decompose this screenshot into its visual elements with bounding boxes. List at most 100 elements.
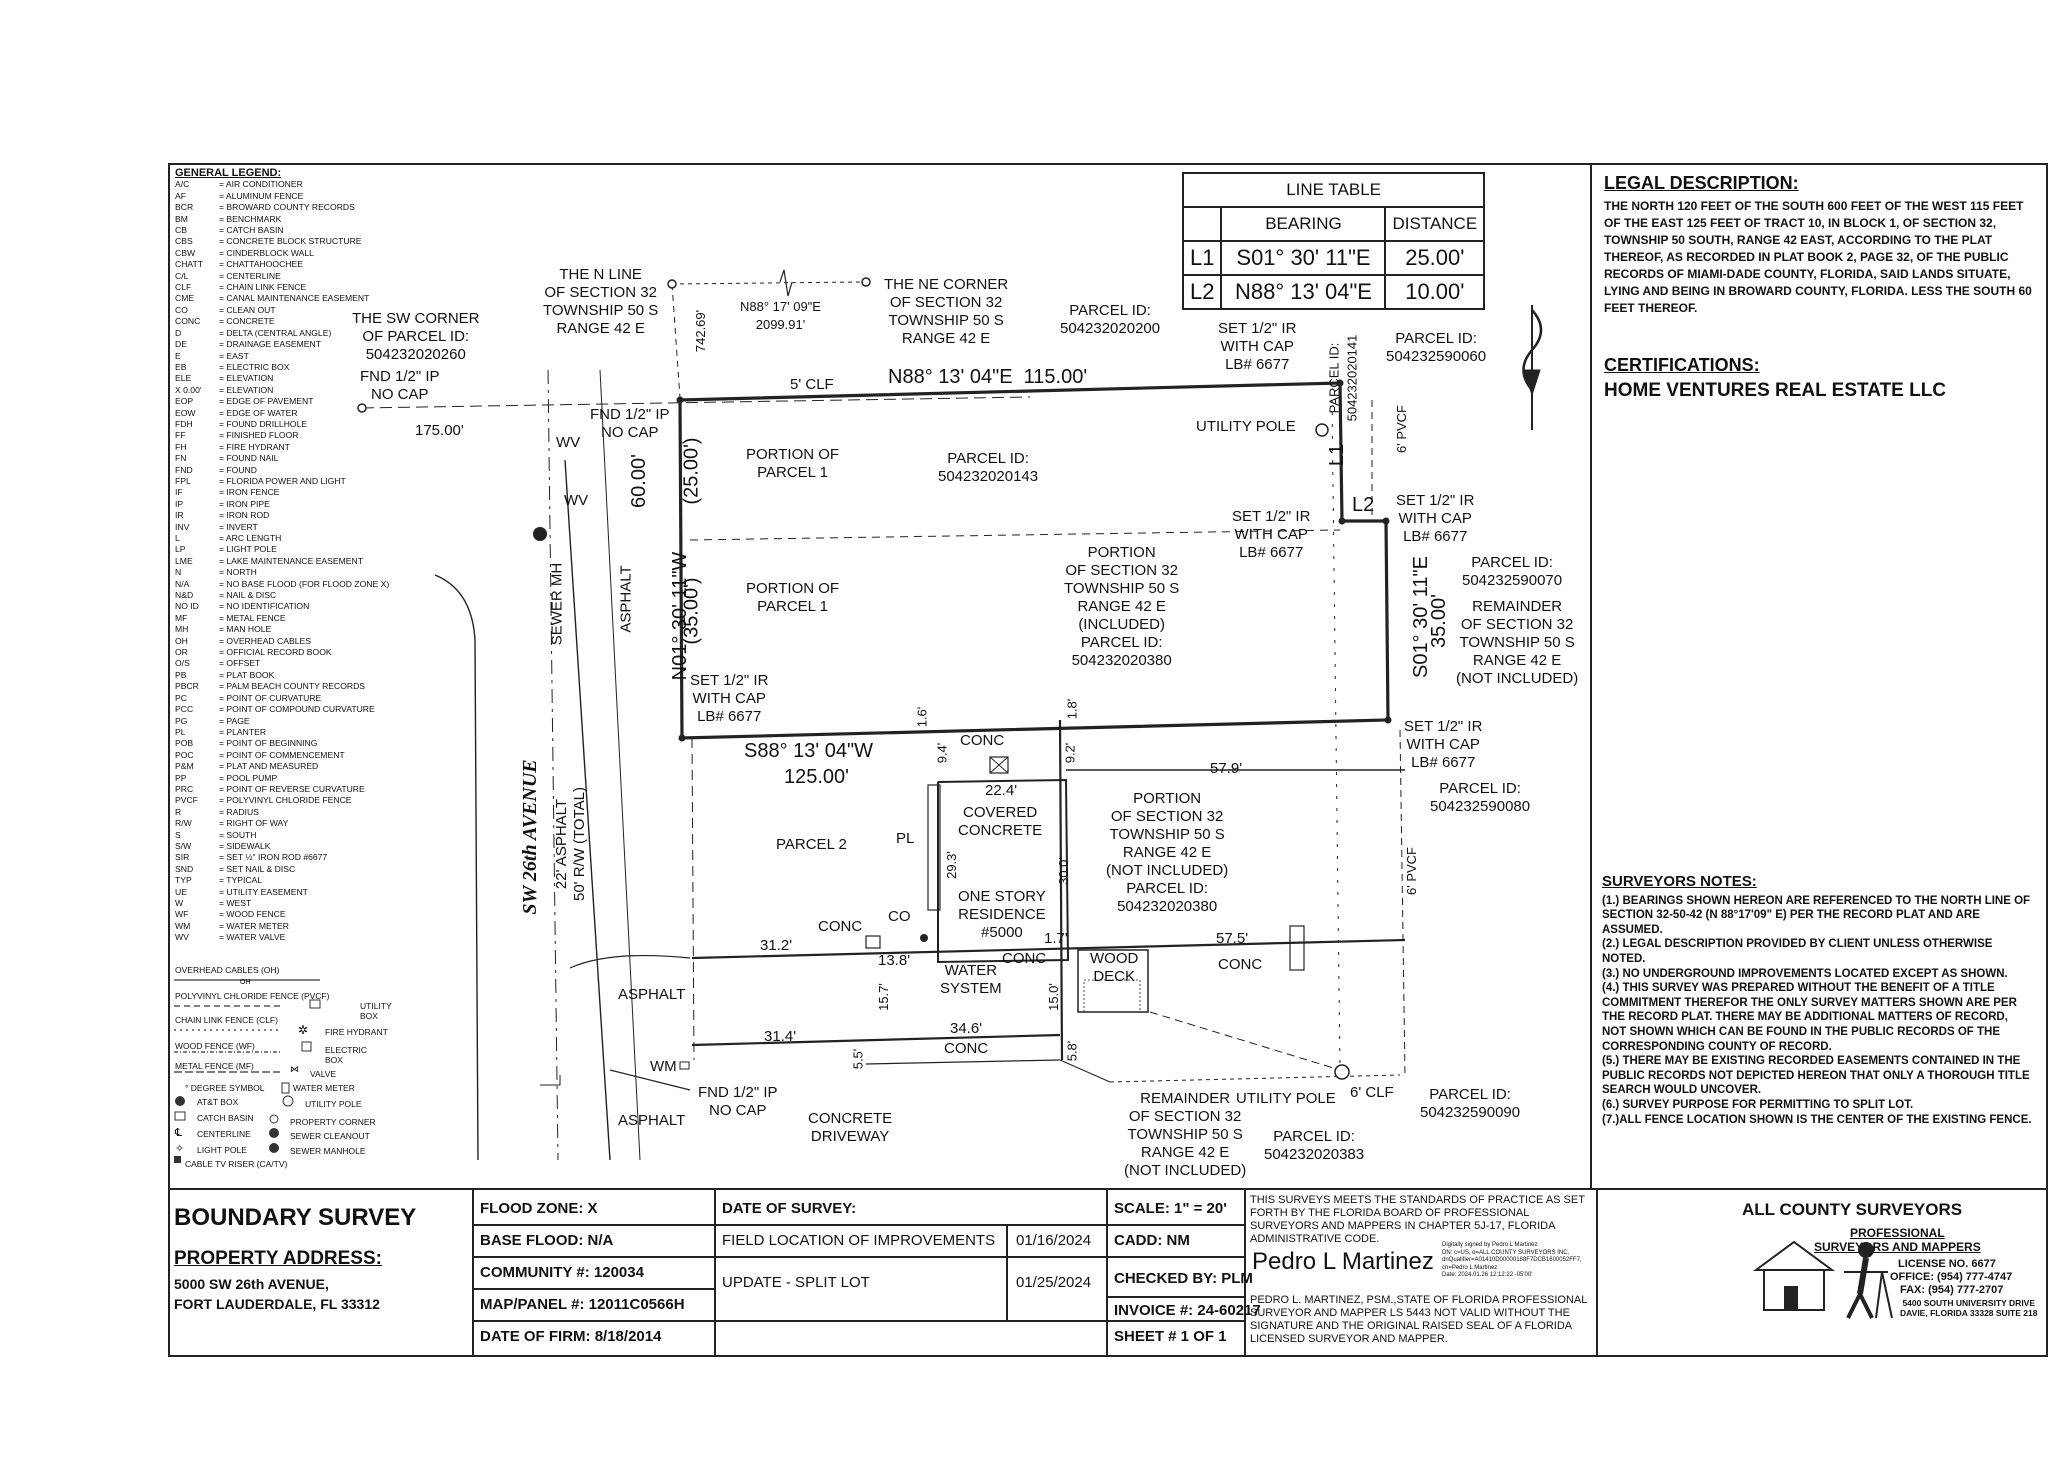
signature-cell: THIS SURVEYS MEETS THE STANDARDS OF PRAC… xyxy=(1246,1190,1598,1357)
dist-742-label: 742.69' xyxy=(693,309,709,353)
utility-pole-1-label: UTILITY POLE xyxy=(1196,418,1296,435)
legend-abbr: MF xyxy=(175,612,188,623)
legend-desc: = IRON FENCE xyxy=(219,487,280,498)
legend-abbr: CO xyxy=(175,304,188,315)
legend-row: S/W= SIDEWALK xyxy=(175,841,435,852)
legend-row: AF= ALUMINUM FENCE xyxy=(175,191,435,202)
legend-row: FF= FINISHED FLOOR xyxy=(175,430,435,441)
legend-row: L= ARC LENGTH xyxy=(175,533,435,544)
legend-row: NO ID= NO IDENTIFICATION xyxy=(175,601,435,612)
south-dist-label: 125.00' xyxy=(784,766,849,788)
road-west-edge xyxy=(434,574,479,1161)
legend-abbr: S/W xyxy=(175,840,192,851)
driveway-curve-north xyxy=(569,954,691,969)
line-table: LINE TABLE BEARING DISTANCE L1 S01° 30' … xyxy=(1181,172,1486,310)
legend-desc: = EAST xyxy=(219,350,249,361)
legend-desc: = LIGHT POLE xyxy=(219,544,277,555)
parcel-060-label: PARCEL ID: 504232590060 xyxy=(1386,330,1487,365)
flood-zone: FLOOD ZONE: X xyxy=(480,1200,598,1217)
legend-abbr: FPL xyxy=(175,475,191,486)
right-panel: LEGAL DESCRIPTION: THE NORTH 120 FEET OF… xyxy=(1590,163,2048,1188)
dim-18-label: 1.8' xyxy=(1064,698,1080,720)
legend-abbr: PL xyxy=(175,726,186,737)
parcel-383-label: PARCEL ID: 504232020383 xyxy=(1264,1128,1365,1163)
fnd-ip-corner-icon xyxy=(676,396,684,404)
dim-575-label: 57.5' xyxy=(1216,930,1249,947)
legend-row: N= NORTH xyxy=(175,567,435,578)
dim-58-label: 5.8' xyxy=(1064,1040,1080,1062)
tie-line-742 xyxy=(671,283,681,399)
light-pole-legend: LIGHT POLE xyxy=(197,1145,247,1155)
address-line-1: 5000 SW 26th AVENUE, xyxy=(174,1276,329,1292)
conc-walk-line xyxy=(865,1059,1061,1065)
legend-row: MF= METAL FENCE xyxy=(175,613,435,624)
legend-row: FN= FOUND NAIL xyxy=(175,453,435,464)
overhead-cable-diagonal xyxy=(1149,1011,1341,1071)
set-ir-sw-icon xyxy=(678,734,686,742)
conc-bottom-label: CONC xyxy=(944,1040,989,1057)
legend-desc: = CLEAN OUT xyxy=(219,304,276,315)
legend-abbr: FF xyxy=(175,430,186,441)
fnd-ip-3-label: FND 1/2" IP NO CAP xyxy=(698,1084,778,1119)
north-bearing-label: N88° 13' 04"E 115.00' xyxy=(888,366,1088,388)
legend-row: PC= POINT OF CURVATURE xyxy=(175,693,435,704)
note-item: (5.) THERE MAY BE EXISTING RECORDED EASE… xyxy=(1602,1055,2030,1097)
legend-abbr: D xyxy=(175,327,182,338)
conc-top-label: CONC xyxy=(960,732,1005,749)
dim-55-label: 5.5' xyxy=(850,1048,866,1070)
legend-row: BM= BENCHMARK xyxy=(175,214,435,225)
note-item: (7.)ALL FENCE LOCATION SHOWN IS THE CENT… xyxy=(1602,1113,2032,1126)
date-of-survey-label: DATE OF SURVEY: xyxy=(722,1200,857,1217)
dim-157-label: 15.7' xyxy=(875,983,891,1011)
set-ir-nw-icon xyxy=(1336,379,1344,387)
legal-description-title: LEGAL DESCRIPTION: xyxy=(1604,173,1799,193)
dim-138-label: 13.8' xyxy=(878,952,911,969)
legend-desc: = WATER METER xyxy=(219,920,289,931)
clean-out-icon xyxy=(920,934,928,942)
date-of-firm: DATE OF FIRM: 8/18/2014 xyxy=(480,1328,662,1345)
legend-desc: = OFFICIAL RECORD BOOK xyxy=(219,647,332,658)
water-system-box xyxy=(865,935,881,949)
legend-abbr: IP xyxy=(175,498,184,509)
legend-desc: = NAIL & DISC xyxy=(219,590,277,601)
survey-row-date: 01/25/2024 xyxy=(1016,1274,1092,1291)
legend-abbr: PBCR xyxy=(175,681,199,692)
n-line-label: THE N LINE OF SECTION 32 TOWNSHIP 50 S R… xyxy=(543,266,659,337)
legend-row: PG= PAGE xyxy=(175,716,435,727)
cadd: CADD: NM xyxy=(1114,1232,1190,1249)
legend-abbr: EOW xyxy=(175,407,196,418)
legend-abbr: EB xyxy=(175,361,187,372)
set-ir-mid-label: SET 1/2" IR WITH CAP LB# 6677 xyxy=(1232,508,1311,561)
legend-desc: = PALM BEACH COUNTY RECORDS xyxy=(219,681,366,692)
n-line-point-icon xyxy=(667,279,677,289)
legend-desc: = CHATTAHOOCHEE xyxy=(219,259,303,270)
parcel-080-label: PARCEL ID: 504232590080 xyxy=(1430,780,1531,815)
legend-abbr: C/L xyxy=(175,270,189,281)
address-label: PROPERTY ADDRESS: xyxy=(174,1248,382,1269)
street-width-label: 22' ASPHALT 50' R/W (TOTAL) xyxy=(553,787,588,901)
notes-title: SURVEYORS NOTES: xyxy=(1602,873,1757,890)
legend-title: GENERAL LEGEND: xyxy=(175,167,282,179)
note-item: (4.) THIS SURVEY WAS PREPARED WITHOUT TH… xyxy=(1602,982,2017,1053)
dim-16-label: 1.6' xyxy=(914,706,930,728)
legend-desc: = SOUTH xyxy=(219,829,257,840)
legend-row: BCR= BROWARD COUNTY RECORDS xyxy=(175,202,435,213)
legend-row: EB= ELECTRIC BOX xyxy=(175,362,435,373)
divider xyxy=(716,1320,1106,1322)
section-line xyxy=(671,281,861,285)
company-fax: FAX: (954) 777-2707 xyxy=(1900,1284,2004,1296)
vertical-divider xyxy=(1006,1224,1008,1320)
legend-abbr: FH xyxy=(175,441,187,452)
cable-tv-icon xyxy=(174,1156,181,1163)
overhead-oh-icon: OH xyxy=(240,979,251,986)
dim-35-label: (35.00') xyxy=(680,577,703,645)
divider xyxy=(474,1256,714,1258)
legend-abbr: AF xyxy=(175,190,186,201)
dim-579-label: 57.9' xyxy=(1210,760,1243,777)
invoice: INVOICE #: 24-60217 xyxy=(1114,1302,1261,1319)
wm-label: WM xyxy=(650,1058,677,1075)
legal-description-text: THE NORTH 120 FEET OF THE SOUTH 600 FEET… xyxy=(1604,199,2032,315)
water-meter-legend: WATER METER xyxy=(293,1083,355,1093)
legend-abbr: PVCF xyxy=(175,795,198,806)
company-license: LICENSE NO. 6677 xyxy=(1898,1258,1996,1270)
